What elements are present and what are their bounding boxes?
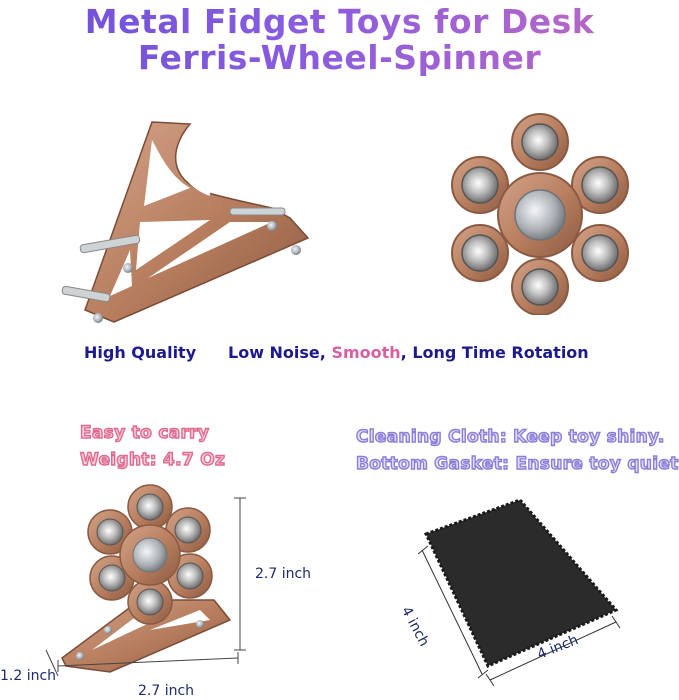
height-dimension: 2.7 inch bbox=[255, 566, 312, 582]
spinner-image bbox=[451, 113, 629, 315]
weight-text: Weight: 4.7 Oz bbox=[79, 449, 226, 470]
feature-low-noise: Low Noise bbox=[228, 343, 320, 362]
width-dimension: 2.7 inch bbox=[138, 683, 195, 699]
depth-dimension: 1.2 inch bbox=[0, 668, 57, 684]
dimension-drawing bbox=[45, 484, 246, 677]
cleaning-cloth-image bbox=[417, 498, 621, 687]
page-subtitle: Ferris-Wheel-Spinner bbox=[0, 38, 679, 77]
stand-image bbox=[61, 121, 310, 323]
feature-smooth: Smooth bbox=[331, 343, 401, 362]
feature-quality: High Quality bbox=[84, 343, 197, 362]
page-title: Metal Fidget Toys for Desk bbox=[0, 2, 679, 41]
feature-performance: Low Noise, Smooth, Long Time Rotation bbox=[228, 343, 589, 362]
easy-carry-text: Easy to carry bbox=[79, 422, 210, 443]
feature-rotation: Long Time Rotation bbox=[412, 343, 589, 362]
cleaning-cloth-text: Cleaning Cloth: Keep toy shiny. bbox=[355, 426, 665, 447]
bottom-gasket-text: Bottom Gasket: Ensure toy quiet. bbox=[355, 453, 679, 474]
